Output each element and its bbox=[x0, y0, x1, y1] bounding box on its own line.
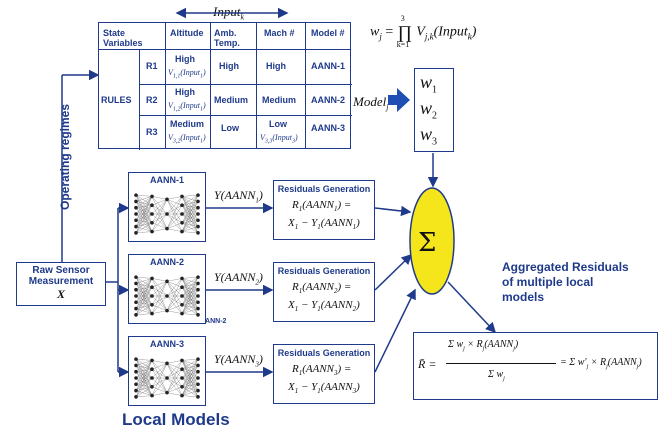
rule-r1: R1 bbox=[146, 61, 158, 71]
aggregated-label: Aggregated Residuals of multiple local m… bbox=[502, 260, 629, 304]
r3-mach: Low bbox=[269, 119, 287, 129]
sigma-node bbox=[409, 187, 455, 295]
sigma-symbol: Σ bbox=[418, 228, 437, 258]
r3-altitude-membership: V3,2(Input1) bbox=[168, 133, 206, 145]
r1-amb: High bbox=[219, 61, 239, 71]
header-mach: Mach # bbox=[264, 28, 295, 38]
local-models-label: Local Models bbox=[122, 410, 230, 429]
model-label: Modelj bbox=[353, 94, 389, 112]
aggregated-formula-box: R̄ = Σ wj × Rj(AANNj) Σ wj = Σ w′j × Rj(… bbox=[413, 332, 658, 400]
rule-r3: R3 bbox=[146, 127, 158, 137]
rule-r2: R2 bbox=[146, 95, 158, 105]
weights-box: w1 w2 w3 bbox=[414, 68, 454, 152]
aann-3-box: AANN-3 bbox=[128, 336, 206, 406]
header-model: Model # bbox=[311, 28, 345, 38]
aann-1-box: AANN-1 bbox=[128, 172, 206, 242]
operating-regimes-label: Operating regimes bbox=[58, 103, 72, 211]
header-altitude: Altitude bbox=[170, 28, 204, 38]
aann-1-title: AANN-1 bbox=[149, 175, 184, 185]
r1-mach: High bbox=[266, 61, 286, 71]
neural-network-icon bbox=[134, 193, 200, 235]
r2-altitude-membership: V1,2(Input1) bbox=[168, 101, 206, 113]
weight-formula: wj = ∏ 3 k=1 Vj,k(Inputk) bbox=[370, 14, 477, 49]
header-amb-temp: Amb. Temp. bbox=[214, 28, 240, 48]
r1-altitude: High bbox=[175, 54, 195, 64]
r3-altitude: Medium bbox=[170, 119, 205, 129]
weight-w2: w2 bbox=[420, 98, 438, 122]
rules-label: RULES bbox=[101, 95, 132, 105]
aann-2-tag: AANN-2 bbox=[200, 318, 227, 325]
r3-mach-membership: V3,3(Input3) bbox=[260, 133, 298, 145]
r2-model: AANN-2 bbox=[311, 95, 346, 105]
aann-2-box: AANN-2 bbox=[128, 254, 206, 324]
r3-model: AANN-3 bbox=[311, 123, 346, 133]
aann-1-output-label: Y(AANN1) bbox=[214, 188, 263, 205]
r2-altitude: High bbox=[175, 87, 195, 97]
r1-altitude-membership: V1,1(Input1) bbox=[168, 68, 206, 80]
aann-2-output-label: Y(AANN2) bbox=[214, 270, 263, 287]
neural-network-icon bbox=[134, 275, 200, 317]
weight-w1: w1 bbox=[420, 72, 438, 96]
aann-3-output-label: Y(AANN3) bbox=[214, 352, 263, 369]
aann-3-title: AANN-3 bbox=[149, 339, 184, 349]
weight-w3: w3 bbox=[420, 124, 438, 148]
r2-mach: Medium bbox=[262, 95, 297, 105]
model-arrow bbox=[388, 88, 410, 112]
r1-model: AANN-1 bbox=[311, 61, 346, 71]
neural-network-icon bbox=[134, 357, 200, 399]
r2-amb: Medium bbox=[214, 95, 249, 105]
aann-2-title: AANN-2 bbox=[149, 257, 184, 267]
r3-amb: Low bbox=[221, 123, 239, 133]
raw-sensor-box: Raw Sensor Measurement X bbox=[16, 262, 106, 306]
header-state-variables: State Variables bbox=[103, 28, 143, 48]
rules-table: State Variables Altitude Amb. Temp. Mach… bbox=[98, 22, 352, 150]
